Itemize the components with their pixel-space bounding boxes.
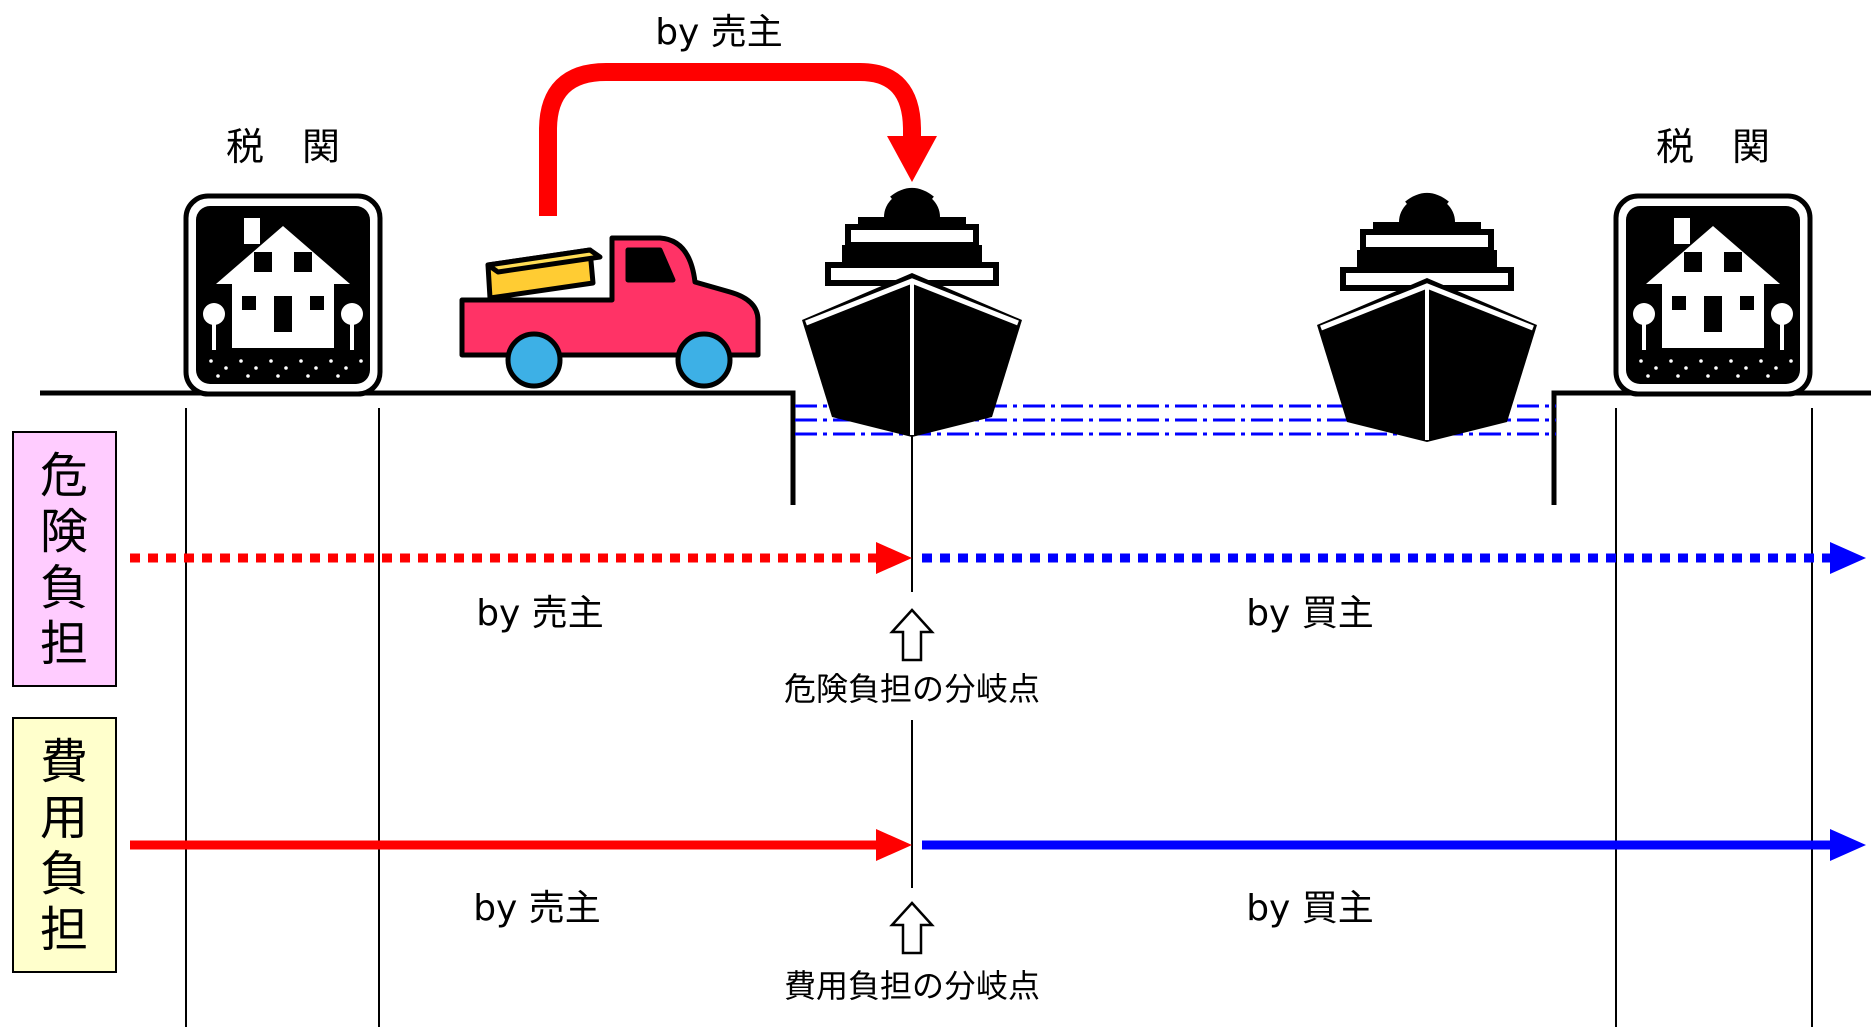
cost-point-label: 費用負担の分岐点 <box>784 967 1040 1005</box>
cost-seller-arrowhead <box>876 829 912 861</box>
risk-point-label: 危険負担の分岐点 <box>784 670 1040 708</box>
ship-right-icon <box>1317 196 1537 442</box>
cost-box <box>12 717 117 973</box>
top-arrow-label: by 売主 <box>655 12 783 53</box>
customs-house-left-icon <box>186 196 380 394</box>
truck-icon <box>459 235 761 389</box>
customs-house-right-icon <box>1616 196 1810 394</box>
top-seller-arrow <box>539 63 921 216</box>
ship-left-icon <box>802 191 1022 437</box>
risk-seller-arrowhead <box>876 542 912 574</box>
risk-box <box>12 431 117 687</box>
risk-seller-label: by 売主 <box>476 593 604 634</box>
customs-left-label: 税 関 <box>226 125 340 169</box>
risk-buyer-label: by 買主 <box>1246 593 1374 634</box>
customs-right-label: 税 関 <box>1656 125 1770 169</box>
top-seller-arrowhead <box>887 136 937 182</box>
cost-box-label: 費用負担 <box>40 734 88 958</box>
risk-point-up-arrow-icon <box>889 608 935 662</box>
cost-seller-label: by 売主 <box>473 888 601 929</box>
cost-point-up-arrow-icon <box>889 901 935 955</box>
cost-buyer-label: by 買主 <box>1246 888 1374 929</box>
risk-buyer-arrowhead <box>1830 542 1866 574</box>
cost-buyer-arrowhead <box>1830 829 1866 861</box>
risk-box-label: 危険負担 <box>40 448 88 672</box>
